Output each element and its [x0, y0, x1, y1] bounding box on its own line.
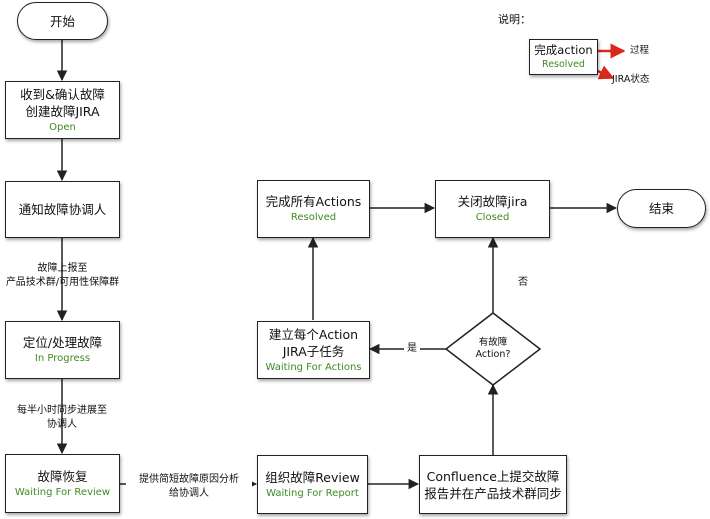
legend-process-label: 过程 — [630, 45, 650, 56]
close-node: 关闭故障jira Closed — [435, 180, 550, 238]
locate-recover-note: 每半小时同步进展至 协调人 — [2, 404, 122, 432]
recover-node: 故障恢复 Waiting For Review — [5, 454, 120, 513]
decision-line1: 有故障 — [478, 337, 508, 348]
locate-label: 定位/处理故障 — [22, 335, 103, 350]
close-label: 关闭故障jira — [457, 194, 528, 209]
review-status: Waiting For Report — [266, 487, 359, 499]
decision-label: 有故障 Action? — [462, 337, 524, 361]
recover-label: 故障恢复 — [37, 468, 88, 484]
legend-heading: 说明： — [498, 13, 531, 26]
review-label: 组织故障Review — [265, 469, 360, 485]
no-label: 否 — [518, 277, 528, 288]
receive-node: 收到&确认故障 创建故障JIRA Open — [5, 81, 120, 139]
end-label: 结束 — [648, 201, 674, 216]
notify-node: 通知故障协调人 — [5, 181, 120, 238]
recover-review-note-line1: 提供简短故障原因分析 — [139, 474, 239, 485]
confluence-node: Confluence上提交故障 报告并在产品技术群同步 — [419, 455, 567, 514]
legend-sample-title: 完成action — [534, 43, 593, 57]
create-actions-line1: 建立每个Action — [268, 326, 359, 342]
recover-review-note-line2: 给协调人 — [169, 488, 209, 499]
notify-label: 通知故障协调人 — [18, 202, 107, 217]
create-actions-status: Waiting For Actions — [265, 361, 362, 373]
complete-actions-label: 完成所有Actions — [265, 194, 362, 209]
close-status: Closed — [475, 212, 510, 223]
locate-node: 定位/处理故障 In Progress — [5, 321, 120, 379]
receive-line1: 收到&确认故障 — [20, 86, 105, 102]
decision-diamond — [444, 312, 542, 386]
locate-recover-note-line2: 协调人 — [47, 419, 77, 430]
locate-status: In Progress — [34, 353, 91, 364]
notify-locate-note-line1: 故障上报至 — [37, 263, 88, 274]
recover-review-note: 提供简短故障原因分析 给协调人 — [126, 473, 252, 501]
create-actions-line2: JIRA子任务 — [282, 343, 345, 359]
legend-jira-label: JIRA状态 — [612, 74, 650, 85]
confluence-line1: Confluence上提交故障 — [426, 468, 560, 484]
yes-label: 是 — [404, 342, 420, 356]
legend-sample-box: 完成action Resolved — [529, 39, 598, 75]
receive-status: Open — [49, 121, 76, 133]
create-actions-node: 建立每个Action JIRA子任务 Waiting For Actions — [257, 321, 370, 379]
start-node: 开始 — [17, 2, 108, 40]
start-label: 开始 — [49, 13, 75, 29]
receive-line2: 创建故障JIRA — [25, 103, 100, 119]
notify-locate-note-line2: 产品技术群/可用性保障群 — [5, 277, 120, 288]
end-node: 结束 — [617, 189, 706, 228]
locate-recover-note-line1: 每半小时同步进展至 — [17, 405, 107, 416]
confluence-line2: 报告并在产品技术群同步 — [424, 485, 562, 501]
recover-status: Waiting For Review — [14, 486, 111, 498]
notify-locate-note: 故障上报至 产品技术群/可用性保障群 — [0, 262, 125, 290]
decision-line2: Action? — [475, 349, 511, 360]
complete-actions-status: Resolved — [290, 212, 337, 223]
review-node: 组织故障Review Waiting For Report — [257, 455, 368, 514]
legend-sample-status: Resolved — [542, 59, 585, 70]
complete-actions-node: 完成所有Actions Resolved — [257, 180, 370, 238]
